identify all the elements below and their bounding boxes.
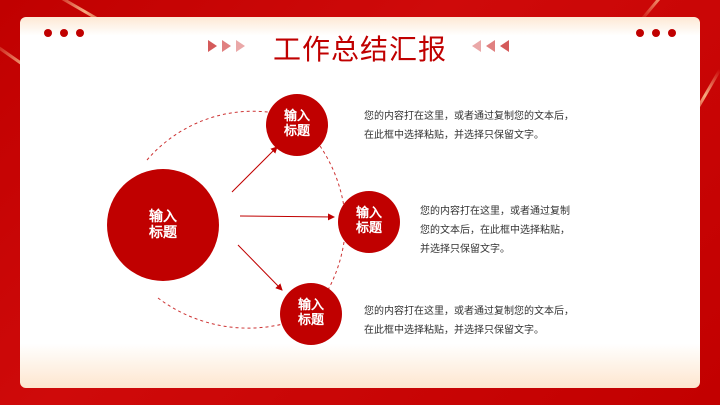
node-2-description: 您的内容打在这里，或者通过复制 您的文本后，在此框中选择粘贴， 并选择只保留文字… [420, 206, 570, 255]
arrow-decor-icon [500, 40, 509, 52]
slide-title: 工作总结汇报 [272, 33, 447, 66]
node-1-description: 您的内容打在这里，或者通过复制您的文本后， 在此框中选择粘贴，并选择只保留文字。 [364, 111, 574, 141]
node-1: 输入 标题 [266, 94, 328, 156]
arrow-decor-icon [208, 40, 217, 52]
node-3-description: 您的内容打在这里，或者通过复制您的文本后， 在此框中选择粘贴，并选择只保留文字。 [364, 306, 574, 336]
center-node: 输入 标题 [107, 169, 219, 281]
decor-dots-left [44, 29, 84, 37]
arrow-decor-icon [222, 40, 231, 52]
arrow-decor-icon [472, 40, 481, 52]
node-3: 输入 标题 [280, 283, 342, 345]
arrow-decor-icon [486, 40, 495, 52]
arrow-decor-icon [236, 40, 245, 52]
decor-dots-right [636, 29, 676, 37]
node-2: 输入 标题 [338, 191, 400, 253]
